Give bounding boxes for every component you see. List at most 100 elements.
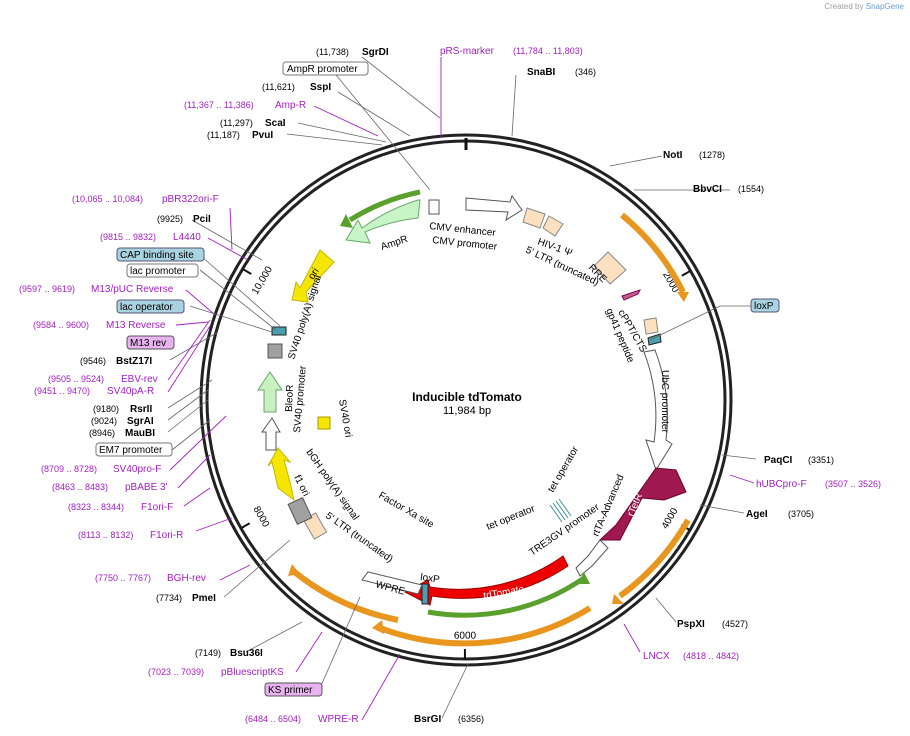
primer-pos-hubcpro-f: (3507 .. 3526)	[825, 479, 881, 489]
boxed-labels: AmpR promoter CAP binding site lac promo…	[95, 61, 780, 697]
site-name-maubi: MauBI	[125, 428, 155, 439]
primer-name-pbluescriptks: pBluescriptKS	[221, 667, 284, 678]
site-labels: (11,738) SgrDI SnaBI (346) (11,621) SspI…	[80, 47, 834, 725]
site-name-pmei: PmeI	[192, 593, 216, 604]
primer-pos-m13-reverse: (9584 .. 9600)	[33, 320, 89, 330]
site-name-scai: ScaI	[265, 118, 286, 129]
label-factor-xa: Factor Xa site	[377, 490, 436, 531]
box-lac-promoter	[126, 263, 199, 278]
box-text-lac-promoter: lac promoter	[130, 266, 186, 277]
site-pos-pcii: (9925)	[157, 214, 183, 224]
site-pos-bsrgi: (6356)	[458, 714, 484, 724]
snapgene-logo: SnapGene	[865, 2, 904, 11]
primer-pos-pbr322ori: (10,065 .. 10,084)	[72, 194, 143, 204]
orange-arc-right-head	[677, 292, 689, 302]
label-tet-operator-2: tet operator	[485, 503, 537, 533]
label-ampr: AmpR	[380, 234, 410, 253]
sv40-polya-box	[267, 343, 283, 359]
scale-tick-8000	[240, 522, 251, 530]
box-lac-operator	[116, 299, 185, 314]
site-name-pvui: PvuI	[252, 130, 273, 141]
site-pos-scai: (11,297)	[220, 118, 253, 128]
primer-pos-l4440: (9815 .. 9832)	[100, 232, 156, 242]
box-loxp	[750, 298, 780, 313]
site-name-snabi: SnaBI	[527, 67, 556, 78]
orange-arc-right-mid	[618, 518, 691, 599]
primer-pos-pbluescriptks: (7023 .. 7039)	[148, 667, 204, 677]
primer-labels: pRS-marker (11,784 .. 11,803) (11,367 ..…	[19, 46, 881, 725]
box-text-ampr-promoter: AmpR promoter	[287, 64, 358, 75]
label-tre3gv: TRE3GV promoter	[527, 502, 602, 559]
primer-name-f1ori-r: F1ori-R	[150, 530, 183, 541]
tre3gv-feature	[575, 539, 609, 577]
label-ori: ori	[306, 266, 321, 281]
scale-tick-label-10000: 10,000	[250, 264, 275, 296]
rtetr-feature	[598, 467, 687, 541]
green-arc-bottom	[427, 575, 586, 618]
box-text-em7-promoter: EM7 promoter	[99, 445, 163, 456]
site-pos-sgrai: (9024)	[91, 416, 117, 426]
ampr-promoter-box	[428, 199, 440, 215]
site-pos-pmei: (7734)	[156, 593, 182, 603]
rre-box	[593, 251, 627, 285]
site-pos-pvui: (11,187)	[207, 130, 240, 140]
box-em7-promoter	[95, 442, 173, 457]
label-loxp-bottom: loxP	[420, 572, 441, 586]
hiv-psi-box	[542, 215, 564, 237]
primer-pos-sv40pa-r: (9451 .. 9470)	[34, 386, 90, 396]
cmv-feature	[465, 194, 523, 222]
primer-name-hubcpro-f: hUBCpro-F	[756, 479, 807, 490]
primer-pos-amp-r: (11,367 .. 11,386)	[184, 100, 254, 110]
scale-tick-2000	[681, 269, 691, 277]
bleor-feature	[257, 371, 283, 413]
label-5ltr-bottom: 5' LTR (truncated)	[323, 510, 394, 565]
primer-name-sv40pro-f: SV40pro-F	[113, 464, 161, 475]
wpre-feature	[361, 571, 423, 595]
orange-arc-lower-right	[378, 605, 592, 647]
sv40-ori-box	[317, 416, 331, 430]
site-name-noti: NotI	[663, 150, 683, 161]
primer-pos-f1ori-r: (8113 .. 8132)	[78, 530, 133, 540]
ubc-promoter-feature	[643, 349, 673, 472]
orange-arc-left-bottom	[290, 567, 399, 623]
site-name-sspi: SspI	[310, 82, 331, 93]
green-arc-bottom-head	[578, 572, 590, 584]
ltr-5prime-box	[522, 207, 546, 229]
primer-name-lncx: LNCX	[643, 651, 670, 662]
ori-feature	[291, 249, 335, 303]
label-ubc-promoter: UbC promoter	[659, 370, 670, 433]
ampr-outer-arrowhead	[340, 214, 353, 228]
site-name-paqci: PaqCI	[764, 455, 793, 466]
site-name-agei: AgeI	[746, 509, 768, 520]
site-name-pspxi: PspXI	[677, 619, 705, 630]
primer-pos-ebv-rev: (9505 .. 9524)	[48, 374, 104, 384]
plasmid-name: Inducible tdTomato	[412, 390, 522, 404]
site-name-bstz17i: BstZ17I	[116, 356, 152, 367]
label-sv40-ori: SV40 ori	[336, 399, 353, 439]
ampr-outer-arc	[348, 189, 421, 223]
site-name-bbvci: BbvCI	[693, 184, 722, 195]
box-m13-rev	[126, 335, 175, 350]
site-name-bsrgi: BsrGI	[414, 714, 441, 725]
primer-name-amp-r: Amp-R	[275, 100, 306, 111]
site-pos-snabi: (346)	[575, 67, 596, 77]
primer-pos-sv40pro-f: (8709 .. 8728)	[41, 464, 97, 474]
site-name-bsu36i: Bsu36I	[230, 648, 263, 659]
lac-operator-marks	[271, 326, 287, 336]
site-pos-maubi: (8946)	[89, 428, 115, 438]
primer-pos-wpre-r: (6484 .. 6504)	[245, 714, 301, 724]
scale-tick-label-4000: 4000	[660, 506, 681, 531]
loxp-bottom	[421, 583, 429, 605]
orange-arc-right-mid-head	[612, 594, 624, 604]
primer-name-m13puc-rev: M13/pUC Reverse	[91, 284, 174, 295]
primer-name-m13-reverse: M13 Reverse	[106, 320, 166, 331]
site-pos-noti: (1278)	[699, 150, 725, 160]
tet-operator-marks	[549, 498, 572, 523]
ampr-feature	[345, 199, 421, 244]
site-pos-paqci: (3351)	[808, 455, 834, 465]
primer-name-prs-marker: pRS-marker	[440, 46, 495, 57]
site-pos-sgrdi: (11,738)	[316, 47, 349, 57]
cppt-feature	[621, 289, 641, 301]
primer-pos-prs-marker: (11,784 .. 11,803)	[513, 46, 583, 56]
